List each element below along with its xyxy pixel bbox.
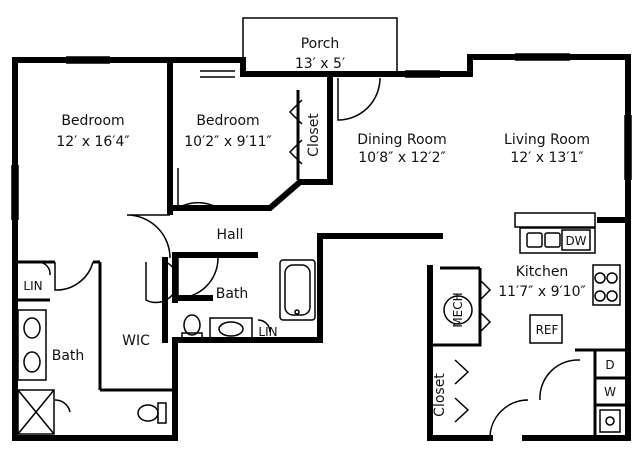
dryer-label: D: [605, 358, 614, 372]
living-room-dims: 12′ x 13′1″: [510, 150, 583, 166]
wic-label: WIC: [122, 333, 150, 349]
bedroom-2-dims: 10′2″ x 9′11″: [184, 134, 271, 150]
porch-dims: 13′ x 5′: [295, 56, 345, 72]
closet-1-label: Closet: [306, 113, 322, 157]
bedroom-1-name: Bedroom: [61, 113, 124, 129]
washer-label: W: [604, 385, 616, 399]
mech-label: MECH: [451, 292, 465, 327]
kitchen-dims: 11′7″ x 9′10″: [498, 284, 585, 300]
lin-2-label: LIN: [258, 325, 277, 339]
closet-2-label: Closet: [432, 373, 448, 417]
lin-1-label: LIN: [23, 279, 42, 293]
dishwasher-label: DW: [565, 234, 586, 248]
ref-label: REF: [536, 323, 559, 337]
dining-room-name: Dining Room: [357, 132, 447, 148]
kitchen-name: Kitchen: [516, 264, 569, 280]
living-room-name: Living Room: [504, 132, 590, 148]
porch-outline: [242, 17, 398, 74]
interior-walls: [15, 90, 628, 438]
dining-room-dims: 10′8″ x 12′2″: [358, 150, 445, 166]
walls: [12, 54, 631, 441]
bedroom-1-dims: 12′ x 16′4″: [56, 134, 129, 150]
bath-1-label: Bath: [52, 348, 85, 364]
doors: [37, 77, 581, 439]
windows: [11, 53, 632, 220]
bath-2-label: Bath: [216, 286, 249, 302]
hall-label: Hall: [217, 227, 244, 243]
bedroom-2-name: Bedroom: [196, 113, 259, 129]
porch-name: Porch: [301, 36, 340, 52]
fixtures: [17, 212, 621, 435]
